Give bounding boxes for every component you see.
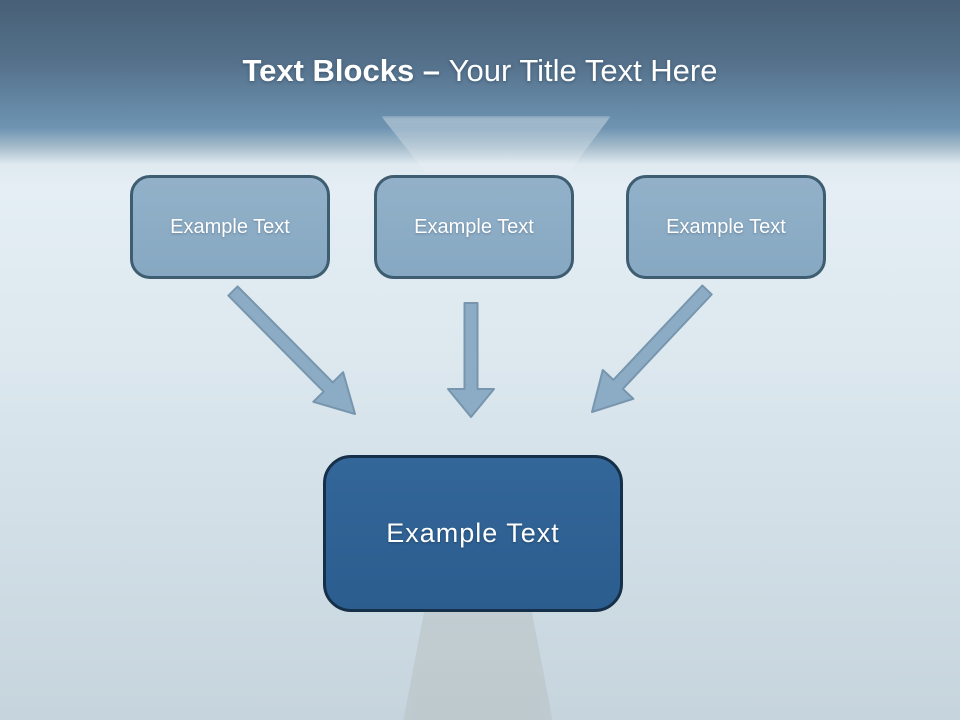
text-block-summary[interactable]: Example Text [323,455,623,612]
text-block-summary-label: Example Text [386,518,560,548]
slide-title[interactable]: Text Blocks – Your Title Text Here [0,53,960,89]
arrow-down-right-icon[interactable] [227,285,356,415]
arrow-down-left-icon[interactable] [591,284,713,413]
text-block-left[interactable]: Example Text [130,175,330,279]
arrow-down-icon[interactable] [447,302,495,418]
text-block-left-label: Example Text [170,215,290,238]
slide-title-bold-segment: Text Blocks – [242,53,449,88]
text-block-right[interactable]: Example Text [626,175,826,279]
text-block-right-label: Example Text [666,215,786,238]
text-block-center-label: Example Text [414,215,534,238]
slide-title-regular-segment: Your Title Text Here [448,53,718,88]
text-block-center[interactable]: Example Text [374,175,574,279]
